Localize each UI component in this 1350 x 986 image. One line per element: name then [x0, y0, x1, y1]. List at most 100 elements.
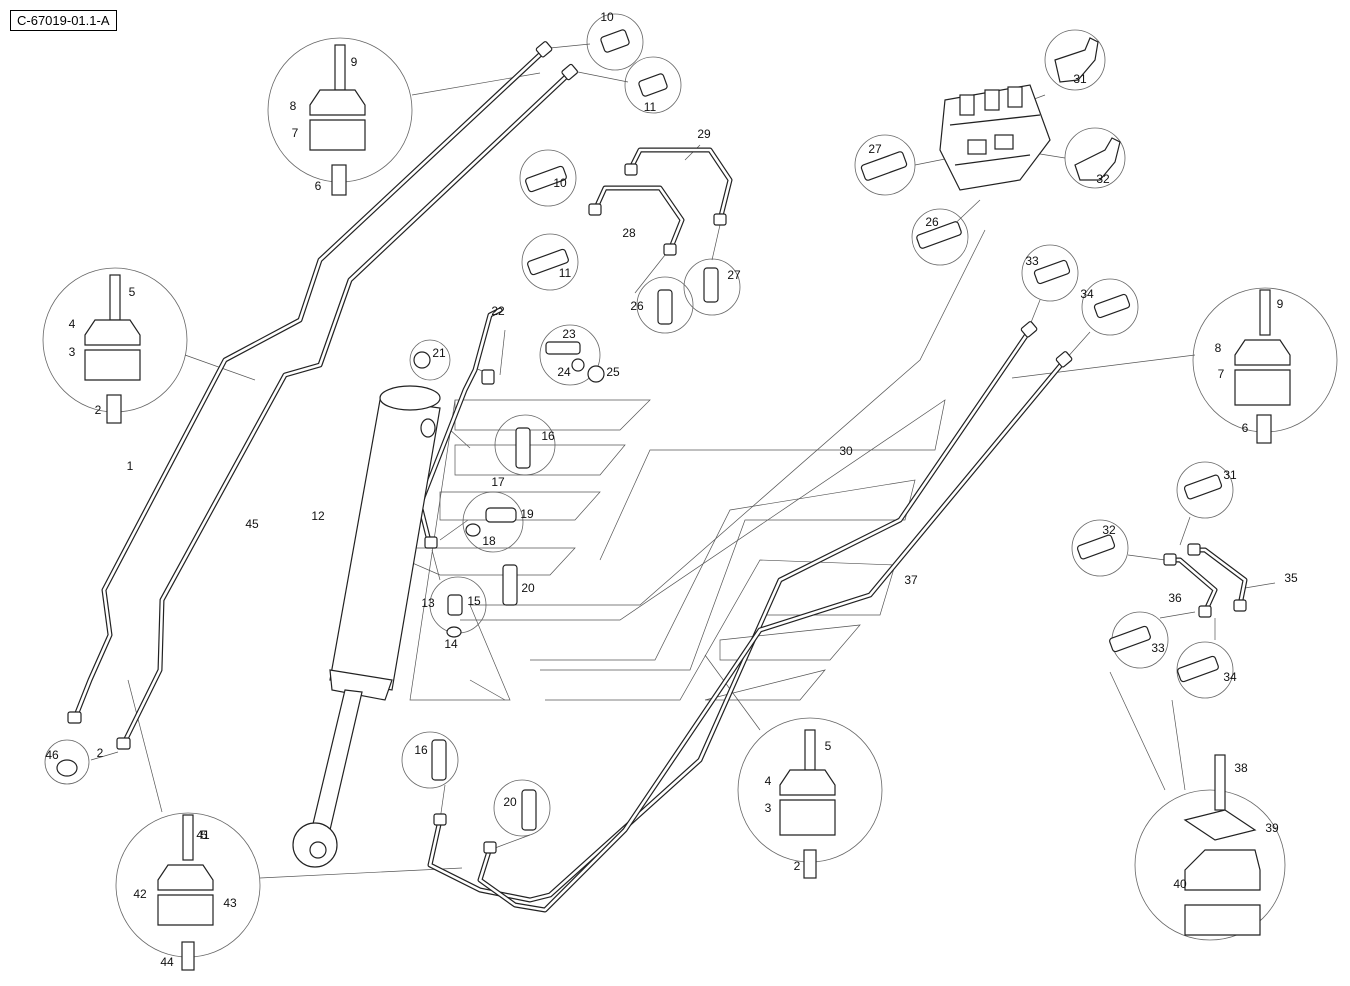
- callout-label-12: 12: [311, 509, 325, 523]
- callout-label-6: 6: [315, 179, 322, 193]
- callout-label-25: 25: [606, 365, 620, 379]
- callout-label-33: 33: [1151, 641, 1165, 655]
- callout-label-15: 15: [467, 594, 481, 608]
- hydraulic-pipes: [72, 47, 1248, 913]
- callout-label-35: 35: [1284, 571, 1298, 585]
- callout-label-27: 27: [727, 268, 741, 282]
- callout-label-20: 20: [521, 581, 535, 595]
- fitting-circle-33a: [1021, 244, 1079, 302]
- callout-label-3: 3: [69, 345, 76, 359]
- callout-label-44: 44: [160, 955, 174, 969]
- callout-label-5: 5: [825, 739, 832, 753]
- callout-label-2: 2: [95, 403, 102, 417]
- clamp-assembly-bottom-left: [157, 814, 214, 971]
- callout-label-42: 42: [133, 887, 147, 901]
- fitting-circle-46: [44, 739, 90, 785]
- callout-label-18: 18: [482, 534, 496, 548]
- fitting-circle-26b: [636, 276, 694, 334]
- callout-label-40: 40: [1173, 877, 1187, 891]
- callout-label-8: 8: [290, 99, 297, 113]
- fitting-circle-23: [539, 324, 601, 386]
- fitting-circle-31a: [1044, 29, 1106, 91]
- callout-labels: 1222334455566778899101011111213141516161…: [45, 10, 1298, 969]
- callout-label-1: 1: [127, 459, 134, 473]
- callout-label-13: 13: [421, 596, 435, 610]
- control-valve-block: [939, 84, 1051, 191]
- callout-label-34: 34: [1080, 287, 1094, 301]
- callout-label-20: 20: [503, 795, 517, 809]
- fitting-circle-16b: [401, 731, 459, 789]
- callout-label-3: 3: [765, 801, 772, 815]
- callout-label-27: 27: [868, 142, 882, 156]
- fitting-circle-26a: [911, 208, 969, 266]
- callout-label-41: 41: [196, 828, 210, 842]
- fitting-circle-11a: [624, 56, 682, 114]
- fitting-circle-20b: [493, 779, 551, 837]
- callout-label-23: 23: [562, 327, 576, 341]
- callout-label-46: 46: [45, 748, 59, 762]
- callout-label-31: 31: [1073, 72, 1087, 86]
- callout-label-26: 26: [630, 299, 644, 313]
- callout-label-2: 2: [794, 859, 801, 873]
- callout-label-19: 19: [520, 507, 534, 521]
- callout-label-34: 34: [1223, 670, 1237, 684]
- callout-label-5: 5: [129, 285, 136, 299]
- callout-label-38: 38: [1234, 761, 1248, 775]
- callout-label-6: 6: [1242, 421, 1249, 435]
- callout-label-10: 10: [600, 10, 614, 24]
- callout-label-16: 16: [541, 429, 555, 443]
- callout-label-17: 17: [491, 475, 505, 489]
- clamp-assembly-center: [779, 729, 836, 879]
- clamp-assembly-bottom-right: [1183, 754, 1261, 936]
- callout-label-4: 4: [69, 317, 76, 331]
- small-fittings: [56, 29, 1223, 831]
- callout-label-36: 36: [1168, 591, 1182, 605]
- callout-label-21: 21: [432, 346, 446, 360]
- callout-label-26: 26: [925, 215, 939, 229]
- callout-label-5: 5: [201, 828, 208, 842]
- callout-label-29: 29: [697, 127, 711, 141]
- clamp-assembly-left: [84, 274, 141, 424]
- fitting-circle-34b: [1176, 641, 1234, 699]
- fitting-circle-31b: [1176, 461, 1234, 519]
- clamp-assembly-top: [309, 44, 366, 196]
- callout-label-30: 30: [839, 444, 853, 458]
- pipe-end-fittings: [67, 41, 1247, 854]
- clamp-detail-circle-bottom-right: [1134, 789, 1286, 941]
- callout-label-7: 7: [292, 126, 299, 140]
- fitting-circle-10b: [519, 149, 577, 207]
- callout-label-33: 33: [1025, 254, 1039, 268]
- callout-label-45: 45: [245, 517, 259, 531]
- callout-label-7: 7: [1218, 367, 1225, 381]
- callout-label-24: 24: [557, 365, 571, 379]
- clamp-assemblies: [84, 44, 1291, 971]
- diagram-reference-code: C-67019-01.1-A: [10, 10, 117, 31]
- callout-label-9: 9: [351, 55, 358, 69]
- fitting-circle-34a: [1081, 278, 1139, 336]
- callout-label-2: 2: [97, 746, 104, 760]
- callout-label-22: 22: [491, 304, 505, 318]
- callout-label-16: 16: [414, 743, 428, 757]
- callout-label-4: 4: [765, 774, 772, 788]
- fitting-circle-32b: [1071, 519, 1129, 577]
- callout-label-31: 31: [1223, 468, 1237, 482]
- callout-label-11: 11: [644, 100, 657, 114]
- callout-label-14: 14: [444, 637, 458, 651]
- callout-label-9: 9: [1277, 297, 1284, 311]
- hydraulic-cylinder: [292, 385, 441, 868]
- fitting-circle-10a: [586, 13, 644, 71]
- callout-label-43: 43: [223, 896, 237, 910]
- clamp-assembly-right: [1234, 289, 1291, 444]
- callout-label-39: 39: [1265, 821, 1279, 835]
- callout-label-28: 28: [622, 226, 636, 240]
- callout-label-10: 10: [553, 176, 567, 190]
- callout-label-8: 8: [1215, 341, 1222, 355]
- fitting-circle-21: [409, 339, 451, 381]
- callout-label-11: 11: [559, 266, 572, 280]
- callout-label-37: 37: [904, 573, 918, 587]
- outline-arrows: [404, 229, 986, 701]
- callout-label-32: 32: [1102, 523, 1116, 537]
- callout-label-32: 32: [1096, 172, 1110, 186]
- fitting-circle-11b: [521, 233, 579, 291]
